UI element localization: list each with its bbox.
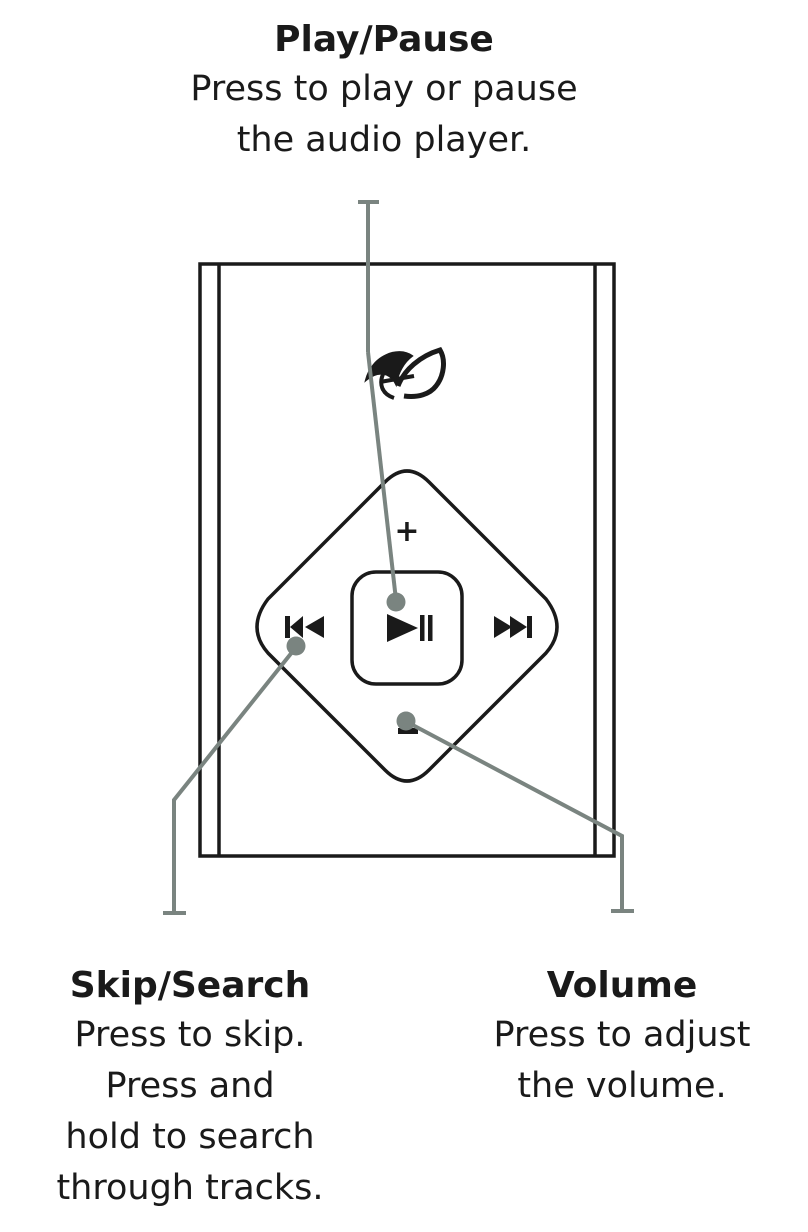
- volume-dot: [396, 711, 416, 731]
- play-pause-title: Play/Pause: [274, 19, 494, 60]
- skip-search-desc-2: Press and: [105, 1066, 275, 1106]
- play-pause-button[interactable]: [350, 570, 464, 686]
- gpx-logo-icon: [364, 347, 446, 400]
- volume-up-label: +: [394, 514, 419, 549]
- volume-desc-1: Press to adjust: [493, 1015, 751, 1055]
- leader-dots: [286, 592, 416, 731]
- skip-back-icon[interactable]: [285, 616, 324, 638]
- volume-callout: Volume Press to adjust the volume.: [452, 962, 792, 1112]
- play-pause-icon: [387, 614, 433, 642]
- skip-search-desc-3: hold to search: [65, 1117, 315, 1157]
- volume-title: Volume: [546, 965, 698, 1006]
- skip-leader: [172, 644, 299, 913]
- play-pause-callout: Play/Pause Press to play or pause the au…: [104, 16, 664, 166]
- volume-up-button[interactable]: +: [394, 514, 419, 549]
- play-pause-desc-2: the audio player.: [236, 120, 532, 160]
- skip-dot: [286, 636, 306, 656]
- play-pause-desc-1: Press to play or pause: [190, 69, 578, 109]
- skip-search-title: Skip/Search: [69, 965, 311, 1006]
- skip-search-desc-4: through tracks.: [56, 1168, 324, 1208]
- leader-lines: [163, 200, 634, 915]
- play-pause-dot: [386, 592, 406, 612]
- skip-search-desc-1: Press to skip.: [74, 1015, 306, 1055]
- skip-forward-icon[interactable]: [494, 616, 532, 638]
- skip-search-callout: Skip/Search Press to skip. Press and hol…: [20, 962, 360, 1214]
- device-body: [198, 262, 616, 858]
- volume-desc-2: the volume.: [517, 1066, 727, 1106]
- device-outline: [198, 262, 616, 858]
- minus-icon[interactable]: [398, 728, 418, 734]
- volume-leader: [406, 720, 624, 911]
- control-pad[interactable]: [255, 469, 559, 783]
